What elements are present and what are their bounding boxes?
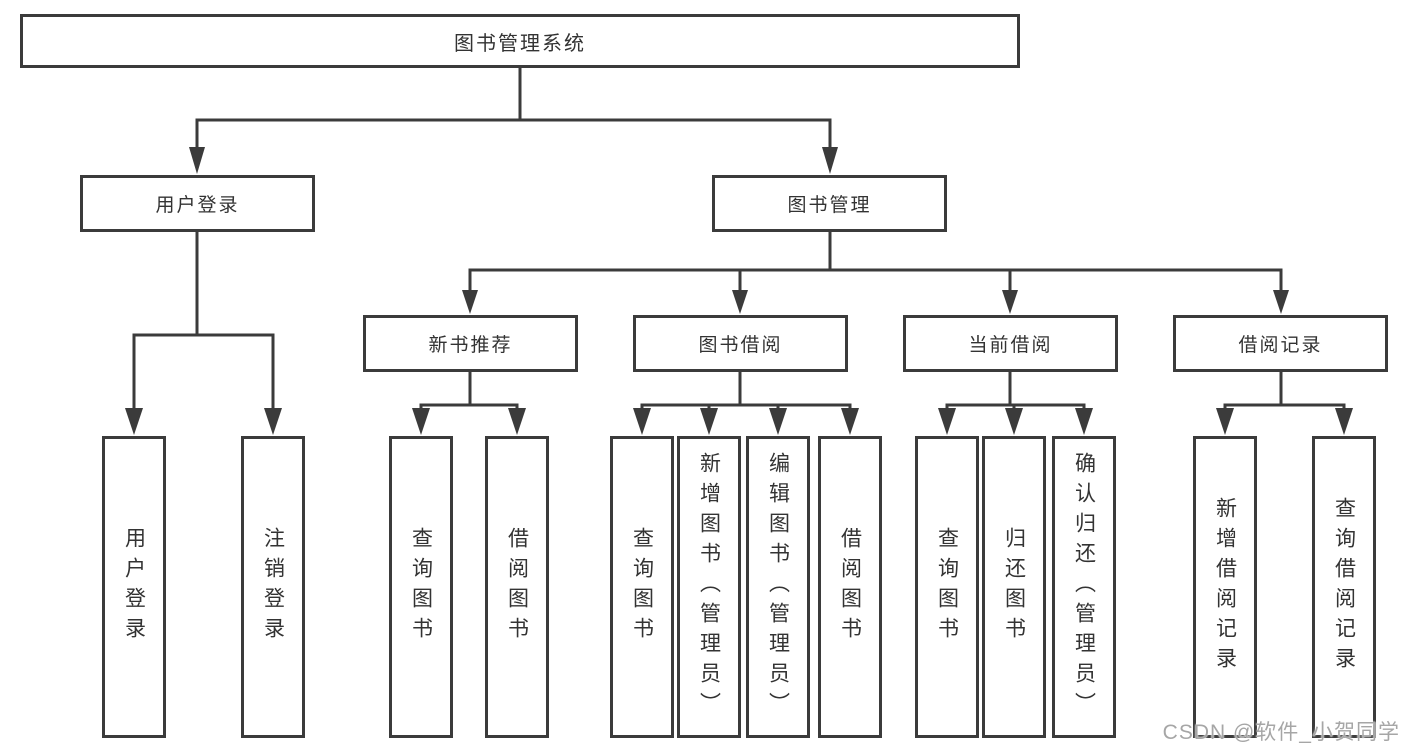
branch-node-label: 用户登录 [155, 195, 240, 216]
leaf-node-label: 编辑图书（管理员） [766, 452, 790, 722]
watermark: CSDN @软件_小贺同学 [1162, 721, 1400, 744]
sub-node-new-book-recommend: 新书推荐 [363, 315, 578, 372]
root-node-label: 图书管理系统 [454, 32, 586, 55]
sub-node-borrow-record: 借阅记录 [1173, 315, 1388, 372]
sub-node-label: 借阅记录 [1238, 335, 1323, 356]
leaf-node-record-add: 新增借阅记录 [1193, 436, 1257, 738]
arrow-down-icon [769, 408, 787, 435]
leaf-node-label: 新增图书（管理员） [697, 452, 721, 722]
arrow-down-icon [633, 408, 651, 435]
branch-node-book-mgmt: 图书管理 [712, 175, 947, 232]
leaf-node-label: 查询图书 [630, 527, 654, 647]
leaf-node-label: 借阅图书 [505, 527, 529, 647]
leaf-node-record-query: 查询借阅记录 [1312, 436, 1376, 738]
leaf-node-label: 查询借阅记录 [1332, 497, 1356, 677]
arrow-down-icon [1005, 408, 1023, 435]
arrow-down-icon [1335, 408, 1353, 435]
arrow-down-icon [508, 408, 526, 435]
sub-node-label: 图书借阅 [698, 335, 783, 356]
arrow-down-icon [1002, 290, 1018, 314]
arrow-down-icon [125, 408, 143, 435]
leaf-node-current-query-books: 查询图书 [915, 436, 979, 738]
arrow-down-icon [1273, 290, 1289, 314]
arrow-down-icon [938, 408, 956, 435]
leaf-node-label: 归还图书 [1002, 527, 1026, 647]
leaf-node-borrow-borrow-books: 借阅图书 [818, 436, 882, 738]
sub-node-book-borrow: 图书借阅 [633, 315, 848, 372]
leaf-node-user-login: 用户登录 [102, 436, 166, 738]
arrow-down-icon [822, 147, 838, 174]
arrow-down-icon [700, 408, 718, 435]
arrow-down-icon [462, 290, 478, 314]
leaf-node-label: 查询图书 [935, 527, 959, 647]
arrow-down-icon [732, 290, 748, 314]
arrow-down-icon [264, 408, 282, 435]
leaf-node-label: 确认归还（管理员） [1072, 452, 1096, 722]
sub-node-label: 新书推荐 [428, 335, 513, 356]
leaf-node-label: 注销登录 [261, 527, 285, 647]
sub-node-current-borrow: 当前借阅 [903, 315, 1118, 372]
leaf-node-borrow-add-books-admin: 新增图书（管理员） [677, 436, 741, 738]
branch-node-user-login: 用户登录 [80, 175, 315, 232]
arrow-down-icon [841, 408, 859, 435]
leaf-node-current-confirm-return-admin: 确认归还（管理员） [1052, 436, 1116, 738]
leaf-node-label: 借阅图书 [838, 527, 862, 647]
leaf-node-borrow-query-books: 查询图书 [610, 436, 674, 738]
leaf-node-logout: 注销登录 [241, 436, 305, 738]
leaf-node-label: 查询图书 [409, 527, 433, 647]
leaf-node-label: 新增借阅记录 [1213, 497, 1237, 677]
arrow-down-icon [1216, 408, 1234, 435]
arrow-down-icon [412, 408, 430, 435]
sub-node-label: 当前借阅 [968, 335, 1053, 356]
leaf-node-current-return-books: 归还图书 [982, 436, 1046, 738]
arrow-down-icon [1075, 408, 1093, 435]
leaf-node-borrow-edit-books-admin: 编辑图书（管理员） [746, 436, 810, 738]
branch-node-label: 图书管理 [787, 195, 872, 216]
leaf-node-label: 用户登录 [122, 527, 146, 647]
leaf-node-recommend-query-books: 查询图书 [389, 436, 453, 738]
arrow-down-icon [189, 147, 205, 174]
root-node-system: 图书管理系统 [20, 14, 1020, 68]
leaf-node-recommend-borrow-books: 借阅图书 [485, 436, 549, 738]
